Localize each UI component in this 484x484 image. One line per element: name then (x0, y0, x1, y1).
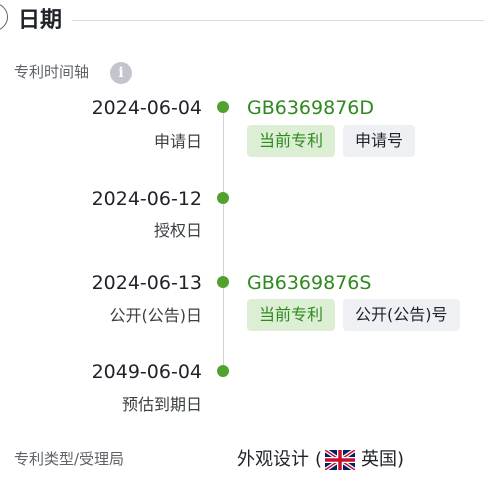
event-kind: 公开(公告)日 (109, 306, 203, 325)
section-divider (72, 20, 484, 21)
info-icon[interactable]: i (110, 62, 132, 84)
timeline-label: 专利时间轴 (14, 63, 90, 81)
event-date: 2049-06-04 (91, 361, 202, 383)
application-number-tag[interactable]: 申请号 (343, 125, 416, 157)
patent-number-link[interactable]: GB6369876S (247, 272, 372, 294)
timeline-line (223, 107, 224, 372)
timeline-dot (217, 365, 229, 377)
event-kind: 申请日 (153, 132, 202, 151)
timeline-dot (217, 192, 229, 204)
timeline-dot (217, 276, 229, 288)
event-kind: 授权日 (153, 221, 202, 240)
event-date: 2024-06-04 (91, 97, 202, 119)
current-patent-tag: 当前专利 (247, 299, 336, 331)
section-toggle-circle[interactable] (0, 3, 8, 31)
patent-type-label: 专利类型/受理局 (14, 450, 125, 468)
open-paren: ( (315, 449, 323, 470)
patent-type-text: 外观设计 (237, 449, 309, 470)
event-kind: 预估到期日 (121, 395, 202, 414)
uk-flag-icon (325, 450, 356, 470)
event-date: 2024-06-13 (91, 272, 202, 294)
patent-office-text: 英国) (361, 449, 405, 470)
current-patent-tag: 当前专利 (247, 125, 336, 157)
event-date: 2024-06-12 (91, 188, 202, 210)
patent-number-link[interactable]: GB6369876D (247, 97, 375, 119)
publication-number-tag[interactable]: 公开(公告)号 (343, 299, 460, 331)
timeline-dot (217, 101, 229, 113)
patent-type-value: 外观设计 ( 英国) (237, 448, 404, 472)
section-title: 日期 (18, 8, 63, 33)
